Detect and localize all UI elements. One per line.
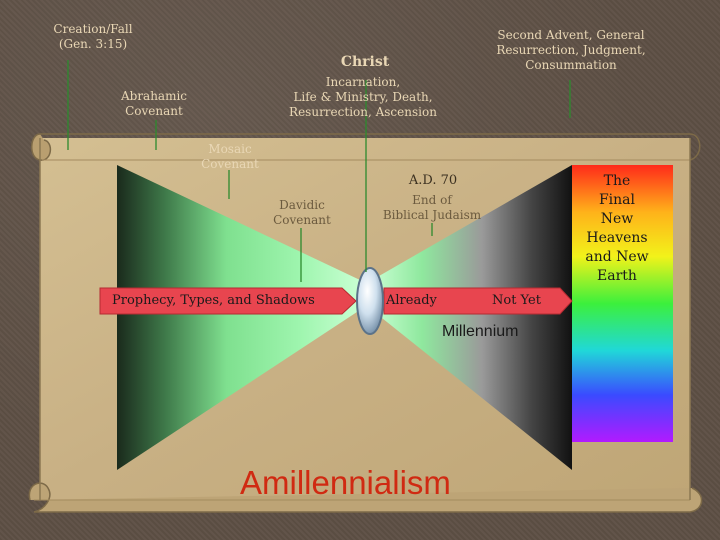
- final-state-block: [572, 165, 673, 442]
- second-advent-label: Second Advent, General Resurrection, Jud…: [496, 28, 646, 72]
- prophecy-cone: [117, 165, 360, 470]
- creation-fall-label: Creation/Fall (Gen. 3:15): [53, 22, 133, 51]
- already-label: Already: [386, 293, 437, 308]
- end-judaism-label: End of Biblical Judaism: [382, 193, 482, 222]
- ad70-label: A.D. 70: [408, 173, 458, 188]
- millennium-label: Millennium: [442, 323, 519, 340]
- christ-label: Christ: [340, 54, 390, 70]
- final-state-label: The Final New Heavens and New Earth: [585, 173, 649, 284]
- mosaic-covenant-label: Mosaic Covenant: [201, 142, 259, 171]
- incarnation-label: Incarnation, Life & Ministry, Death, Res…: [289, 75, 437, 119]
- davidic-covenant-label: Davidic Covenant: [273, 198, 331, 227]
- not-yet-label: Not Yet: [492, 293, 541, 308]
- abrahamic-covenant-label: Abrahamic Covenant: [120, 89, 188, 118]
- timeline-arrow: [99, 287, 573, 315]
- prophecy-bar-label: Prophecy, Types, and Shadows: [112, 293, 315, 308]
- diagram-title: Amillennialism: [240, 464, 451, 501]
- christ-lens: [356, 267, 384, 335]
- millennium-cone: [372, 165, 572, 470]
- pointer-lines: [67, 60, 571, 282]
